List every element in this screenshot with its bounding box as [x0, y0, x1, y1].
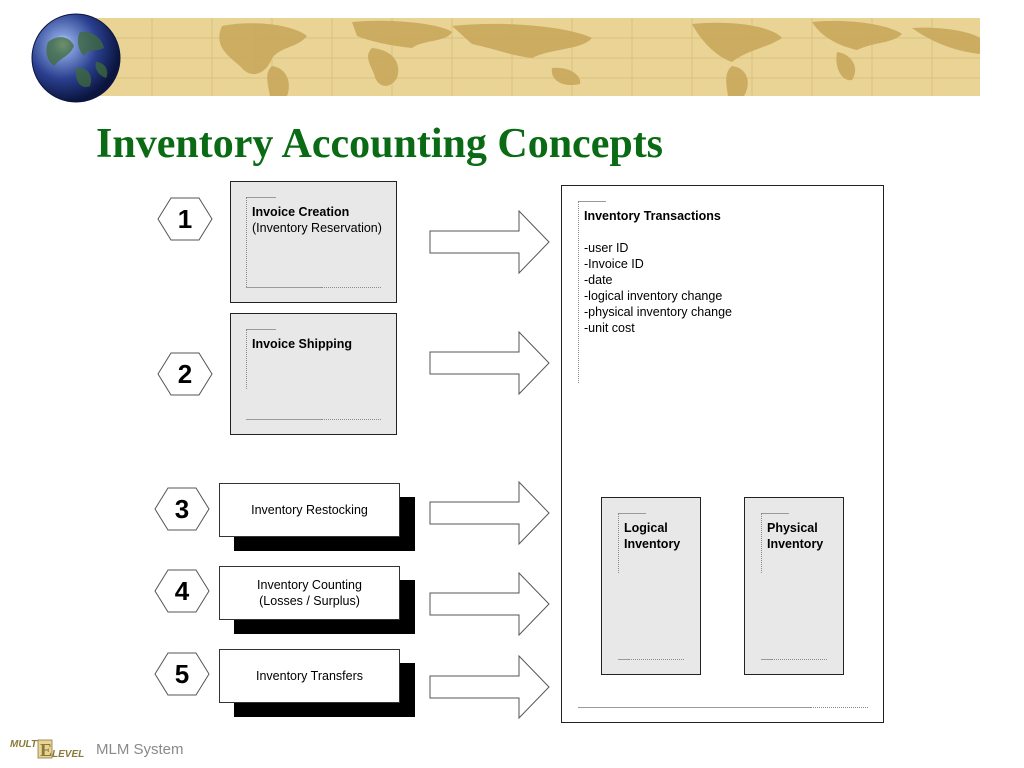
arrow-step-5 — [429, 655, 550, 719]
page-title: Inventory Accounting Concepts — [96, 121, 664, 167]
inventory-transfers-label: Inventory Transfers — [256, 669, 363, 683]
svg-text:E: E — [40, 740, 52, 760]
step-number: 3 — [174, 493, 190, 524]
logical-inventory-label-line1: Logical — [624, 521, 668, 535]
arrow-step-2 — [429, 331, 550, 395]
logical-inventory-box: Logical Inventory — [601, 497, 701, 675]
transaction-field: -Invoice ID — [584, 257, 644, 271]
invoice-creation-box: Invoice Creation (Inventory Reservation) — [230, 181, 397, 303]
step-number: 2 — [177, 358, 193, 389]
invoice-creation-subtitle: (Inventory Reservation) — [252, 221, 382, 235]
multilevel-logo: MULT E LEVEL — [10, 739, 84, 760]
arrow-step-4 — [429, 572, 550, 636]
physical-inventory-label-line1: Physical — [767, 521, 818, 535]
step-badge-2: 2 — [157, 352, 213, 396]
transaction-field: -logical inventory change — [584, 289, 723, 303]
svg-text:MULT: MULT — [10, 739, 38, 750]
invoice-shipping-title: Invoice Shipping — [252, 337, 353, 351]
inventory-counting-label: Inventory Counting — [257, 578, 362, 592]
step-badge-4: 4 — [154, 569, 210, 613]
inventory-counting-sublabel: (Losses / Surplus) — [259, 594, 360, 608]
logical-inventory-label-line2: Inventory — [624, 537, 681, 551]
inventory-restocking-label: Inventory Restocking — [251, 503, 368, 517]
arrow-step-3 — [429, 481, 550, 545]
svg-text:LEVEL: LEVEL — [52, 749, 84, 760]
transaction-field: -date — [584, 273, 613, 287]
physical-inventory-label-line2: Inventory — [767, 537, 824, 551]
inventory-transactions-heading: Inventory Transactions — [584, 209, 721, 223]
inventory-transfers-box: Inventory Transfers — [219, 649, 400, 703]
inventory-counting-box: Inventory Counting (Losses / Surplus) — [219, 566, 400, 620]
step-number: 1 — [177, 203, 193, 234]
step-number: 5 — [174, 658, 190, 689]
transaction-field: -user ID — [584, 241, 629, 255]
invoice-shipping-box: Invoice Shipping — [230, 313, 397, 435]
world-map-banner — [92, 18, 980, 96]
arrow-step-1 — [429, 210, 550, 274]
step-number: 4 — [174, 575, 190, 606]
invoice-creation-title: Invoice Creation — [252, 205, 350, 219]
step-badge-5: 5 — [154, 652, 210, 696]
transaction-field: -unit cost — [584, 321, 635, 335]
physical-inventory-box: Physical Inventory — [744, 497, 844, 675]
globe-icon — [31, 13, 121, 103]
step-badge-3: 3 — [154, 487, 210, 531]
step-badge-1: 1 — [157, 197, 213, 241]
footer-system-name: MLM System — [96, 741, 184, 758]
inventory-restocking-box: Inventory Restocking — [219, 483, 400, 537]
transaction-field: -physical inventory change — [584, 305, 732, 319]
